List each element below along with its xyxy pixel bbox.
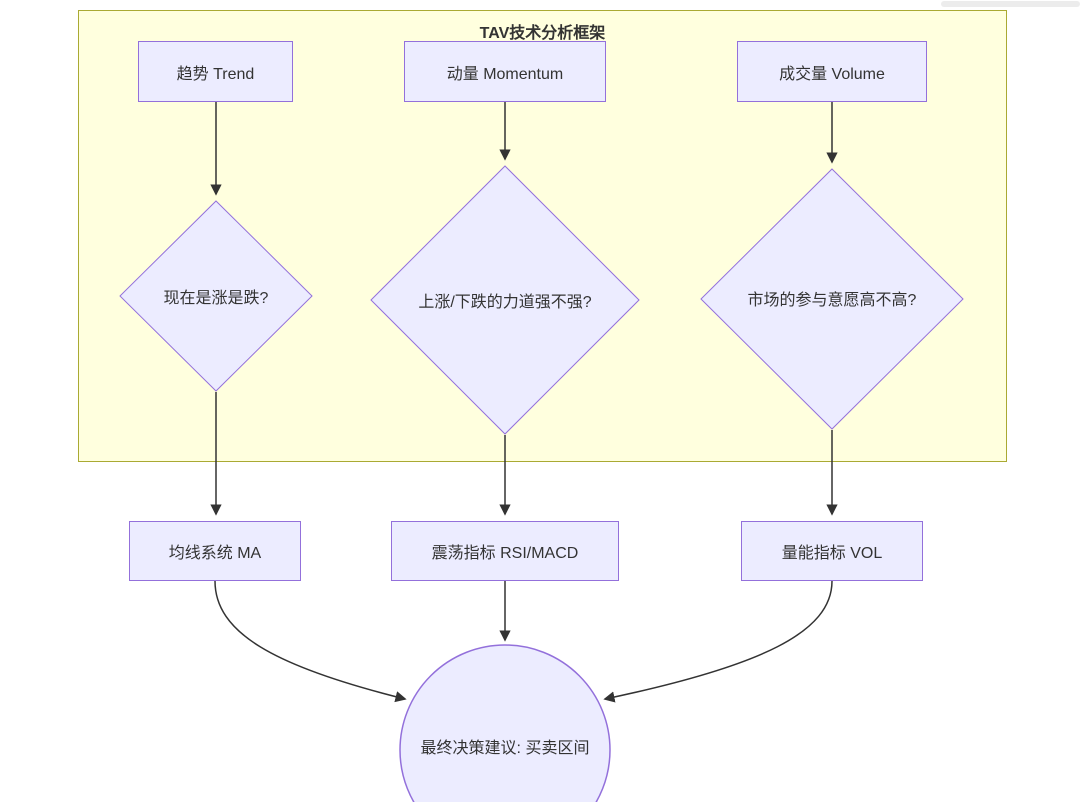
node-vol-label: 量能指标 VOL <box>781 545 883 562</box>
circle-final-decision <box>399 644 611 802</box>
node-ma-label: 均线系统 MA <box>168 545 262 562</box>
node-volume-label: 成交量 Volume <box>779 65 885 83</box>
diamond-volume-question-label: 市场的参与意愿高不高? <box>747 292 917 309</box>
node-ma-indicator: 均线系统 MA <box>129 521 301 581</box>
diamond-trend-question <box>119 200 313 392</box>
node-rsi-macd-indicator: 震荡指标 RSI/MACD <box>391 521 619 581</box>
edge-vol-to-decision <box>603 580 833 703</box>
node-volume: 成交量 Volume <box>737 41 927 102</box>
node-momentum-label: 动量 Momentum <box>446 65 564 83</box>
edge-ma-to-decision <box>214 580 407 703</box>
diamond-momentum-question-label: 上涨/下跌的力道强不强? <box>418 294 592 311</box>
diamond-momentum-question <box>370 165 640 435</box>
node-rsi-label: 震荡指标 RSI/MACD <box>431 545 579 562</box>
scrollbar-thumb[interactable] <box>941 1 1080 7</box>
circle-final-decision-label: 最终决策建议: 买卖区间 <box>420 740 590 757</box>
node-trend: 趋势 Trend <box>138 41 293 102</box>
node-trend-label: 趋势 Trend <box>176 65 255 83</box>
diamond-trend-question-label: 现在是涨是跌? <box>163 290 269 307</box>
diamond-volume-question <box>700 168 964 430</box>
node-momentum: 动量 Momentum <box>404 41 606 102</box>
node-vol-indicator: 量能指标 VOL <box>741 521 923 581</box>
subgraph-title: TAV技术分析框架 <box>479 25 606 42</box>
